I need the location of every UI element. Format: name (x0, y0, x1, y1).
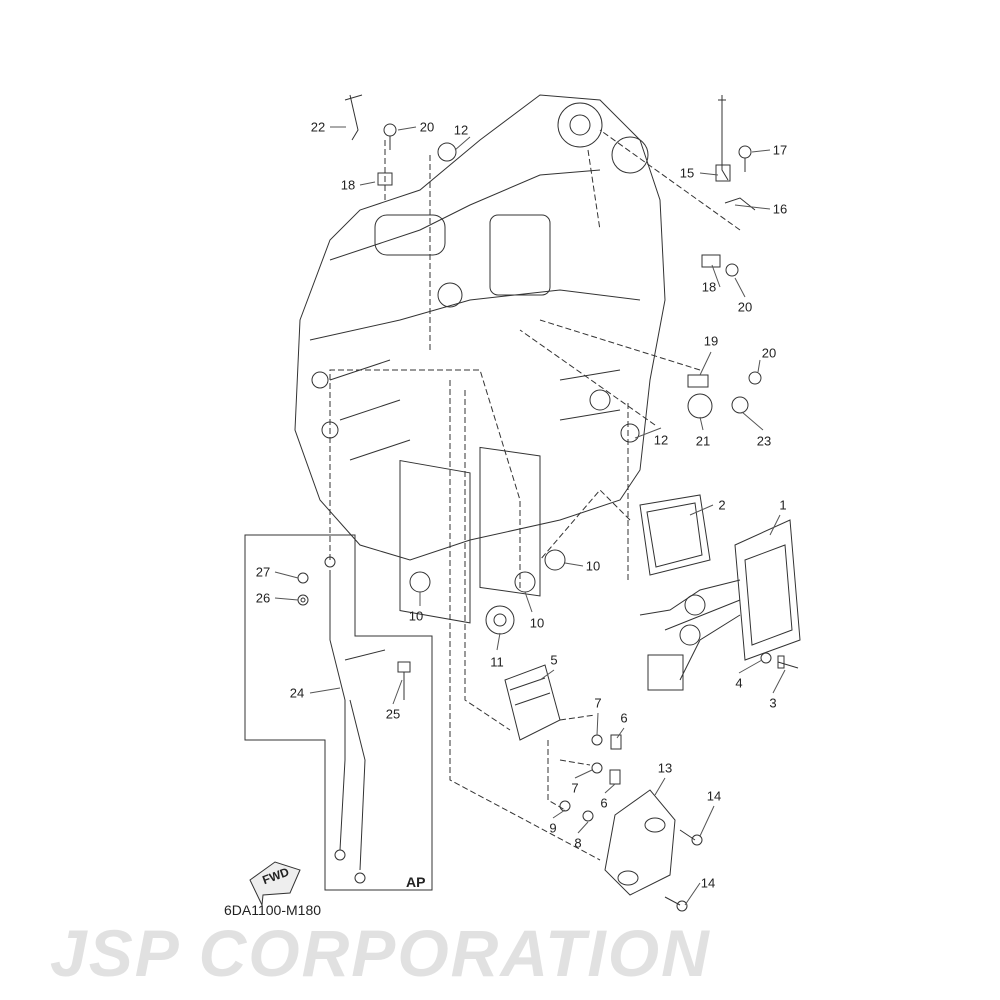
callout-7: 7 (571, 780, 579, 796)
callout-8: 8 (574, 835, 582, 851)
callout-13: 13 (657, 760, 673, 776)
callout-10: 10 (408, 608, 424, 624)
callout-24: 24 (289, 685, 305, 701)
rectifier-regulator (734, 519, 801, 661)
callout-10: 10 (529, 615, 545, 631)
callout-27: 27 (255, 564, 271, 580)
callout-12: 12 (653, 432, 669, 448)
ignition-module (504, 664, 561, 741)
callout-16: 16 (772, 201, 788, 217)
callout-25: 25 (385, 706, 401, 722)
callout-18: 18 (701, 279, 717, 295)
callout-9: 9 (549, 820, 557, 836)
callout-11: 11 (490, 654, 504, 670)
gasket (639, 494, 711, 576)
callout-14: 14 (706, 788, 722, 804)
callout-7: 7 (594, 695, 602, 711)
callout-6: 6 (620, 710, 628, 726)
callout-4: 4 (735, 675, 743, 691)
engine-block (294, 94, 666, 624)
callout-14: 14 (700, 875, 716, 891)
diagram-code: 6DA1100-M180 (224, 902, 322, 918)
callout-12: 12 (453, 122, 469, 138)
callout-10: 10 (585, 558, 601, 574)
callout-2: 2 (718, 497, 726, 513)
callout-22: 22 (310, 119, 326, 135)
callout-1: 1 (779, 497, 787, 513)
ap-kit-box (244, 534, 433, 891)
callout-20: 20 (761, 345, 777, 361)
callout-3: 3 (769, 695, 777, 711)
callout-17: 17 (772, 142, 788, 158)
ap-label: AP (406, 874, 426, 890)
watermark: JSP CORPORATION (50, 916, 711, 990)
callout-23: 23 (756, 433, 772, 449)
callout-26: 26 (255, 590, 271, 606)
fwd-arrow (249, 861, 301, 907)
callout-6: 6 (600, 795, 608, 811)
callout-15: 15 (679, 165, 695, 181)
callout-19: 19 (703, 333, 719, 349)
callout-18: 18 (340, 177, 356, 193)
leader-lines (329, 129, 741, 861)
callout-20: 20 (737, 299, 753, 315)
callout-20: 20 (419, 119, 435, 135)
cover (604, 789, 676, 896)
callout-5: 5 (550, 652, 558, 668)
battery-cable (329, 570, 386, 871)
callout-21: 21 (695, 433, 711, 449)
